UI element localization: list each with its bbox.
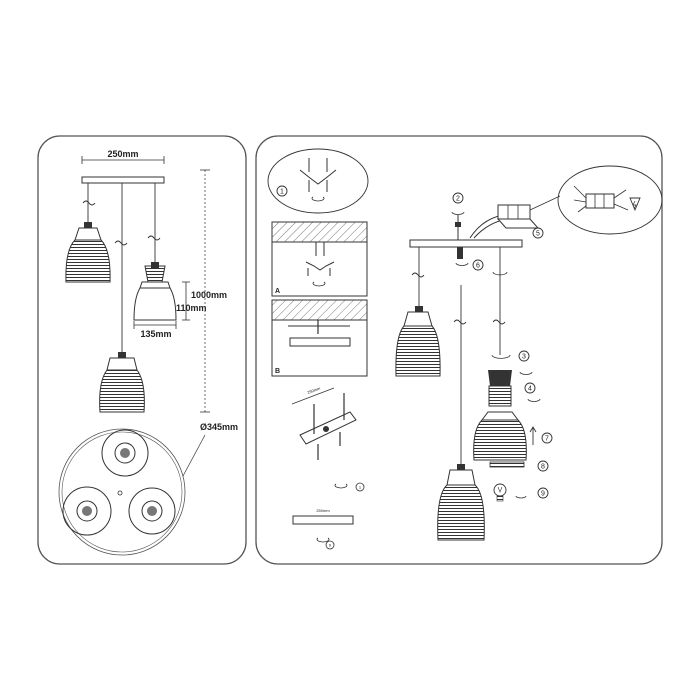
wiring-detail [557, 165, 663, 235]
mounting-plate: 250mm 6 [292, 508, 354, 550]
right-panel-frame [255, 135, 663, 565]
step-number-8: 8 [541, 464, 545, 471]
pendant-cables [82, 183, 161, 352]
shade-width-label: 135mm [140, 329, 171, 339]
panel-a: A [271, 221, 368, 297]
left-panel-frame [37, 135, 247, 565]
exploded-shade-center [437, 464, 485, 541]
plate-length-label: 250mm [316, 508, 330, 513]
step-number-5: 5 [536, 231, 540, 238]
exploded-canopy [409, 239, 523, 248]
step-1-detail: 1 [267, 148, 369, 214]
terminal-block: 5 [469, 195, 561, 239]
step-9-bulb: 9 [493, 483, 549, 502]
shade-height-label: 110mm [176, 303, 207, 313]
diameter-label: Ø345mm [200, 422, 238, 432]
bracket-width-label: 250mm [307, 385, 322, 394]
exploded-shade-right: 7 [473, 411, 553, 461]
total-height-dimension: 1000mm [191, 169, 227, 413]
bracket-detail: 250mm 1 [291, 385, 365, 492]
exploded-shade-left [395, 306, 441, 377]
shade-width-dimension: 135mm [133, 321, 177, 339]
step-8-ring: 8 [489, 460, 549, 472]
step-2-indicator: 2 [451, 192, 465, 240]
canopy [81, 176, 165, 184]
top-hook-right [492, 271, 508, 276]
step-number-1: 1 [280, 189, 284, 196]
step-number-1-bracket: 1 [359, 485, 362, 490]
pendant-shade-3 [99, 352, 145, 413]
step-number-6-plate: 6 [329, 543, 332, 548]
total-height-label: 1000mm [191, 290, 227, 300]
pendant-shade-2 [133, 262, 177, 321]
top-view: Ø345mm [58, 422, 238, 556]
pendant-shade-1 [65, 222, 111, 283]
panel-b-label: B [275, 368, 280, 375]
shade-height-dimension: 110mm [176, 281, 207, 321]
step-6-indicator: 6 [455, 247, 484, 271]
canopy-width-label: 250mm [107, 149, 138, 159]
step-number-2: 2 [456, 196, 460, 203]
step-number-7: 7 [545, 436, 549, 443]
step-number-3: 3 [522, 354, 526, 361]
step-number-4: 4 [528, 386, 532, 393]
canopy-width-dimension: 250mm [81, 149, 165, 164]
step-3-indicator: 3 [491, 350, 530, 362]
exploded-cables [411, 247, 506, 465]
step-number-6: 6 [476, 263, 480, 270]
lamp-holder: 4 [488, 370, 541, 407]
step-number-9: 9 [541, 491, 545, 498]
panel-a-label: A [275, 288, 280, 295]
panel-b: B [271, 299, 368, 377]
